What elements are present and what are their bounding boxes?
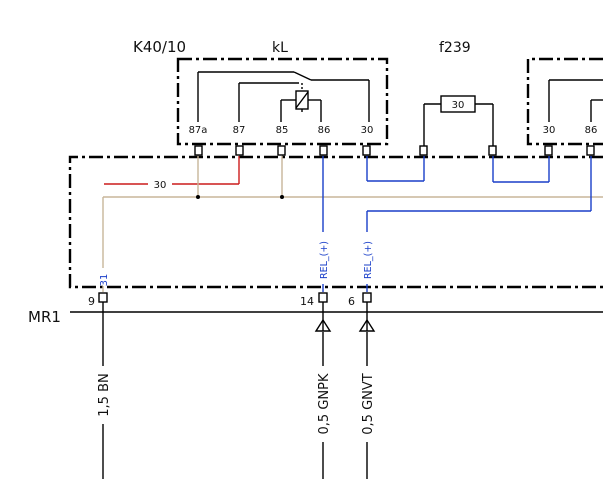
- relay-name-label: kL: [272, 40, 288, 56]
- relay-pin-87: 87: [233, 125, 246, 136]
- connector-name-label: MR1: [28, 308, 61, 326]
- right-pin-86: 86: [585, 125, 598, 136]
- relay-frame: [176, 57, 389, 146]
- rel-plus-label-a: REL_(+): [319, 241, 330, 279]
- rel-plus-label-b: REL_(+): [363, 241, 374, 279]
- relay-pin-85: 85: [276, 125, 289, 136]
- relay-id-label: K40/10: [133, 38, 186, 56]
- relay-pin-30: 30: [361, 125, 374, 136]
- connector-stubs-top: [194, 145, 595, 156]
- connector-pin-14: [318, 292, 328, 303]
- relay-internal-wiring: [197, 71, 370, 122]
- connector-pin-14-label: 14: [300, 295, 314, 308]
- fuse-f239: 30: [423, 95, 494, 150]
- right-pin-30: 30: [543, 125, 556, 136]
- signal-31-label: 31: [99, 274, 110, 287]
- module-internal-wiring: [102, 156, 603, 268]
- right-component-frame: [526, 57, 603, 146]
- cable-label-a: 1,5 BN: [97, 373, 112, 416]
- cable-label-b: 0,5 GNPK: [317, 373, 332, 434]
- fuse-value-label: 30: [452, 100, 465, 111]
- outgoing-cables: [102, 302, 368, 479]
- connector-pin-6: [362, 292, 372, 303]
- module-frame: [68, 155, 603, 289]
- feed-30-label: 30: [154, 180, 167, 191]
- fuse-id-label: f239: [439, 40, 471, 56]
- right-component-internal-wiring: [548, 79, 603, 122]
- cable-label-c: 0,5 GNVT: [361, 373, 376, 434]
- connector-pin-9: [98, 292, 108, 303]
- connector-pin-9-label: 9: [88, 295, 95, 308]
- relay-pin-87a: 87a: [189, 125, 208, 136]
- relay-pin-86: 86: [318, 125, 331, 136]
- connector-pin-6-label: 6: [348, 295, 355, 308]
